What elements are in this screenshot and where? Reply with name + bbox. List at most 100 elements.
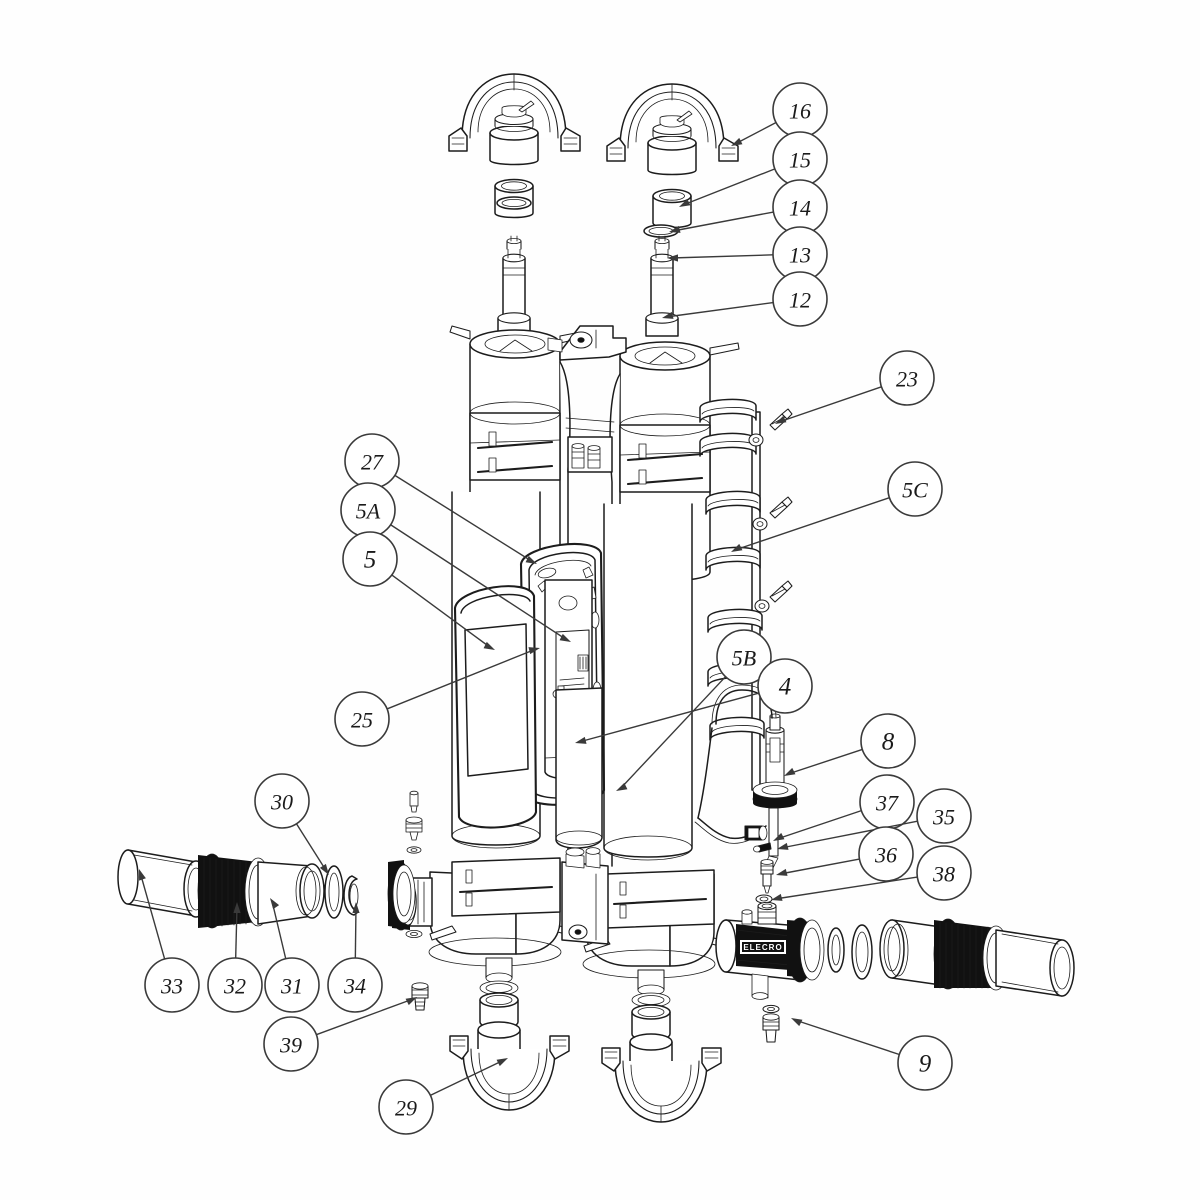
callout-5C[interactable]: 5C <box>731 461 943 552</box>
leader-line <box>394 474 534 563</box>
bottom-bracket-left <box>449 1035 570 1111</box>
callout-8[interactable]: 8 <box>784 713 916 776</box>
callout-37[interactable]: 37 <box>773 774 915 841</box>
bottom-bracket-right <box>601 1047 722 1123</box>
callout-bubble[interactable] <box>263 1016 319 1072</box>
callout-bubble[interactable] <box>772 271 828 327</box>
sensor-cable-connector <box>744 825 768 841</box>
callout-12[interactable]: 12 <box>662 271 828 327</box>
leader-arrowhead <box>771 893 783 901</box>
leader-line <box>430 1059 505 1096</box>
callout-35[interactable]: 35 <box>777 788 972 850</box>
callout-33[interactable]: 33 <box>139 869 200 1013</box>
callout-23[interactable]: 23 <box>775 350 935 424</box>
manifold-flange-left <box>387 860 416 928</box>
leader-arrowhead <box>731 137 743 146</box>
callout-bubble[interactable] <box>916 788 972 844</box>
callout-bubble[interactable] <box>757 658 813 714</box>
leader-line <box>354 905 357 959</box>
callout-label: 9 <box>919 1051 932 1078</box>
callout-39[interactable]: 39 <box>263 997 417 1072</box>
leader-arrowhead <box>528 647 540 655</box>
leader-arrowhead <box>784 767 796 776</box>
o-ring-top-left <box>496 196 532 210</box>
callout-29[interactable]: 29 <box>378 1058 508 1135</box>
callout-label: 5C <box>902 478 928 503</box>
callout-bubble[interactable] <box>327 957 383 1013</box>
callout-bubble[interactable] <box>858 826 914 882</box>
leader-arrowhead <box>405 997 417 1006</box>
leader-arrowhead <box>270 898 280 910</box>
leader-arrowhead <box>616 782 628 791</box>
callout-bubble[interactable] <box>207 957 263 1013</box>
leader-arrowhead <box>791 1018 803 1027</box>
leader-arrowhead <box>667 254 678 262</box>
callout-5B[interactable]: 5B <box>616 629 772 791</box>
leader-line <box>295 823 328 873</box>
leader-line <box>780 820 918 849</box>
callout-34[interactable]: 34 <box>327 902 383 1013</box>
leader-arrowhead <box>731 543 743 552</box>
callout-16[interactable]: 16 <box>731 82 828 146</box>
callout-4[interactable]: 4 <box>575 658 813 744</box>
callout-label: 5B <box>732 646 756 671</box>
callout-25[interactable]: 25 <box>334 647 540 747</box>
leader-arrowhead <box>662 311 674 319</box>
sensor-fitting <box>760 859 774 894</box>
callout-label: 23 <box>896 367 918 392</box>
callout-5[interactable]: 5 <box>342 531 495 650</box>
callout-bubble[interactable] <box>887 461 943 517</box>
callout-27[interactable]: 27 <box>344 433 537 564</box>
leader-arrowhead <box>496 1058 508 1067</box>
leader-line <box>390 524 568 641</box>
leader-line <box>670 254 774 259</box>
callout-bubble[interactable] <box>916 845 972 901</box>
callout-label: 32 <box>223 974 246 999</box>
callout-bubble[interactable] <box>716 629 772 685</box>
leader-arrowhead <box>352 902 360 913</box>
callout-bubble[interactable] <box>342 531 398 587</box>
leader-arrowhead <box>233 902 241 913</box>
display-window <box>464 623 529 777</box>
callout-bubble[interactable] <box>264 957 320 1013</box>
callout-label: 27 <box>361 450 384 475</box>
leader-line <box>271 900 287 959</box>
lamp-cap-left <box>489 100 539 166</box>
callout-31[interactable]: 31 <box>264 898 320 1013</box>
leader-line <box>682 168 776 206</box>
leader-line <box>619 676 727 790</box>
ballast-body <box>555 687 603 849</box>
leader-arrowhead <box>139 869 146 881</box>
callout-38[interactable]: 38 <box>771 845 972 901</box>
leader-line <box>776 809 862 840</box>
callout-30[interactable]: 30 <box>254 773 329 875</box>
callout-bubble[interactable] <box>254 773 310 829</box>
leader-line <box>578 692 760 743</box>
lamp-cap-right <box>647 110 697 176</box>
union-tail-left <box>257 861 325 925</box>
callout-32[interactable]: 32 <box>207 902 263 1013</box>
controller-cover <box>453 585 538 829</box>
outlet-pipe-right <box>995 929 1075 997</box>
callout-bubble[interactable] <box>334 691 390 747</box>
leader-arrowhead <box>559 633 571 642</box>
callout-bubble[interactable] <box>378 1079 434 1135</box>
callout-bubble[interactable] <box>879 350 935 406</box>
callout-bubble[interactable] <box>897 1035 953 1091</box>
callout-36[interactable]: 36 <box>776 826 914 882</box>
callout-label: 38 <box>932 862 955 887</box>
leader-arrowhead <box>776 868 788 876</box>
callout-bubble[interactable] <box>860 713 916 769</box>
leader-arrowhead <box>483 641 495 650</box>
callout-13[interactable]: 13 <box>667 226 828 282</box>
callout-14[interactable]: 14 <box>669 179 828 235</box>
callout-label: 15 <box>789 148 811 173</box>
union-o-ring-left <box>324 865 344 919</box>
callout-label: 14 <box>789 196 811 221</box>
callout-9[interactable]: 9 <box>791 1018 953 1091</box>
callout-bubble[interactable] <box>144 957 200 1013</box>
sensor-screw <box>753 842 772 853</box>
leader-arrowhead <box>777 842 789 850</box>
